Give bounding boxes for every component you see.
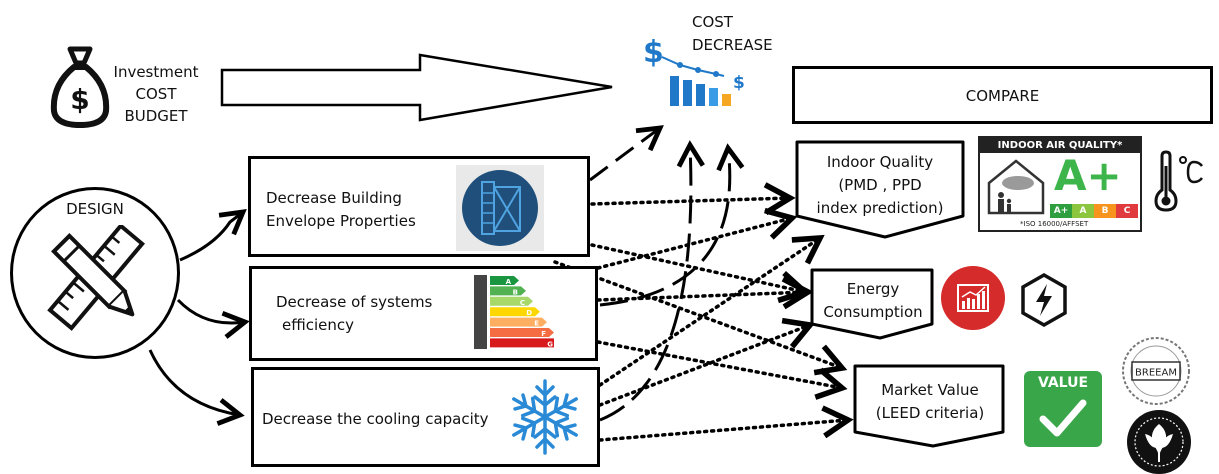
energy-label-bar-d [490,307,540,317]
arrow-design-cooling [148,349,245,426]
indoor-line1: Indoor Quality [826,153,934,171]
dot-sys-indoor [596,207,798,270]
dot-env-energy [590,243,811,304]
energy-label-bar-g [490,338,554,348]
energy-label-bar-c [490,296,533,306]
market-line1: Market Value [881,381,979,399]
dot-env-indoor [590,182,796,216]
energy-line2: Consumption [823,303,923,321]
iaq-title: INDOOR AIR QUALITY* [980,138,1140,153]
iaq-scale-b: B [1094,204,1116,218]
systems-line1: Decrease of systems [276,293,433,311]
arrow-design-systems [176,298,250,339]
dot-cool-energy [598,317,816,407]
compare-label: COMPARE [965,87,1040,105]
systems-line2: efficiency [282,316,355,334]
market-value-box [853,364,1005,448]
svg-text:$: $ [733,73,745,93]
cooling-box: Decrease the cooling capacity [251,367,600,467]
dot-env-market [553,260,848,376]
energy-label-letter-e: E [534,320,539,328]
energy-label-bar-f [490,328,554,337]
investment-line1: Investment [113,63,199,81]
dot-sys-market [596,340,848,400]
dash-arrow-3 [599,143,745,307]
value-badge-label: VALUE [1037,375,1089,391]
energy-line1: Energy [846,280,900,298]
dash-arrow-2 [599,140,705,422]
energy-label-letter-c: C [520,299,525,307]
indoor-line3: index prediction) [816,199,944,217]
energy-label-letter-g: G [547,340,553,348]
value-badge: VALUE [1024,371,1102,447]
envelope-box: Decrease Building Envelope Properties [248,156,590,257]
thermometer-icon [1154,150,1203,212]
energy-label-bar-e [490,317,547,327]
envelope-line2: Envelope Properties [266,212,416,230]
energy-chart-icon [941,266,1005,330]
money-bag-icon: $ [50,46,110,128]
dot-cool-indoor [598,234,825,387]
house-family-icon [987,159,1045,215]
energy-label-letter-b: B [513,288,518,296]
svg-text:$: $ [643,35,664,70]
dot-cool-market [598,405,854,442]
iaq-footnote: *ISO 16000/AFFSET [1020,220,1089,228]
compare-box: COMPARE [792,66,1213,124]
checkmark-icon [1039,399,1087,437]
breeam-label: BREEAM [1135,368,1177,379]
dot-sys-energy [596,276,814,310]
envelope-line1: Decrease Building [266,189,402,207]
ruler-pencil-icon [47,225,146,331]
budget-arrow [220,53,613,122]
cost-decrease-chart-icon: $ $ [643,35,745,106]
cost-decrease-line1: COST [692,13,733,31]
svg-text:$: $ [70,83,89,116]
iaq-scale: A+ A B C [1050,204,1138,218]
energy-label-bar-b [490,286,526,296]
leed-seal-icon [1127,410,1191,474]
indoor-quality-box [795,140,965,239]
dash-arrow-1 [589,125,664,182]
cooling-label: Decrease the cooling capacity [262,410,489,428]
design-circle: DESIGN [10,187,180,359]
arrow-design-envelope [179,209,247,262]
energy-label-letter-d: D [526,309,532,317]
design-label: DESIGN [66,200,124,218]
iaq-badge: INDOOR AIR QUALITY* A+ A+ A B C *ISO 160… [978,136,1142,232]
investment-line3: BUDGET [124,107,188,125]
investment-line2: COST [135,85,177,103]
building-envelope-icon [462,170,538,246]
iaq-scale-c: C [1116,204,1138,218]
energy-box [810,268,934,340]
breeam-seal-icon: BREEAM [1122,337,1190,405]
iaq-scale-aplus: A+ [1050,204,1072,218]
lightning-hexagon-icon [1021,272,1067,328]
energy-label-letter-a: A [506,278,512,286]
energy-label-bar-a [490,276,519,285]
iaq-grade: A+ [1054,151,1122,200]
cost-decrease-line2: DECREASE [692,36,773,54]
market-line2: (LEED criteria) [875,404,985,422]
snowflake-icon [507,379,583,455]
iaq-scale-a: A [1072,204,1094,218]
indoor-line2: (PMD , PPD [838,176,922,194]
energy-label-letter-f: F [541,330,546,338]
